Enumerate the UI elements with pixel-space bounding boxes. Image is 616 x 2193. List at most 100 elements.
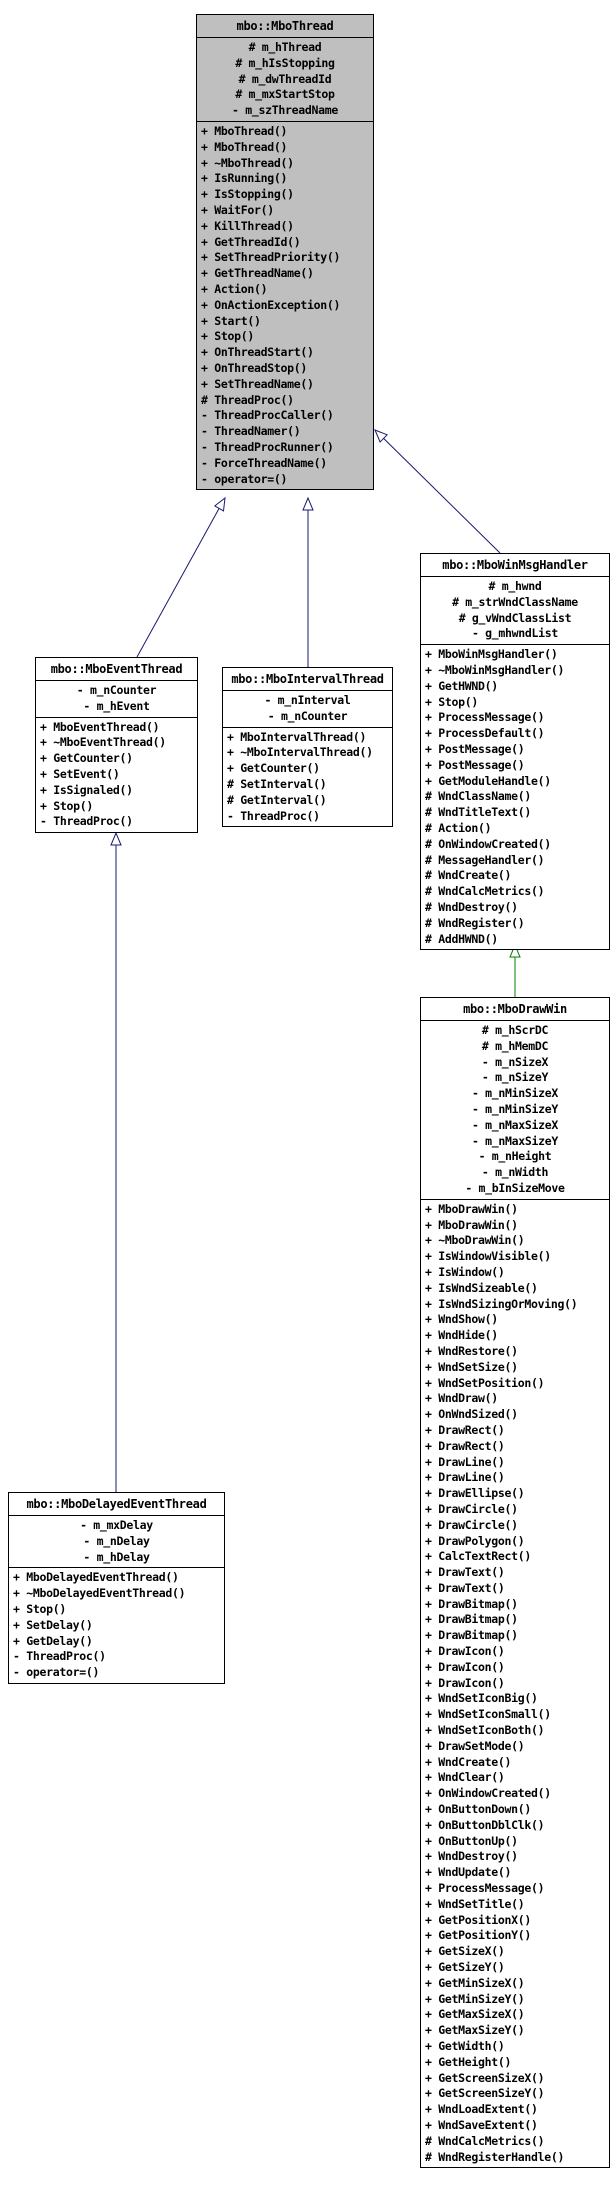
method-row: + WaitFor() bbox=[201, 202, 274, 217]
method-row: - ForceThreadName() bbox=[201, 455, 327, 470]
attribute-row: - m_nCounter bbox=[267, 708, 348, 723]
method-row: + GetThreadName() bbox=[201, 266, 314, 281]
method-row: + GetMinSizeY() bbox=[425, 1991, 525, 2006]
method-row: # MessageHandler() bbox=[425, 852, 545, 867]
class-box-mbodrawwin[interactable]: mbo::MboDrawWin # m_hScrDC# m_hMemDC- m_… bbox=[420, 997, 610, 2169]
method-row: - operator=() bbox=[13, 1665, 100, 1680]
method-row: + MboDelayedEventThread() bbox=[13, 1570, 179, 1585]
method-row: + DrawLine() bbox=[425, 1470, 505, 1485]
method-row: + DrawText() bbox=[425, 1565, 505, 1580]
method-row: # WndCreate() bbox=[425, 868, 512, 883]
method-row: + WndUpdate() bbox=[425, 1865, 512, 1880]
method-row: - ThreadProcRunner() bbox=[201, 439, 334, 454]
method-row: + GetHWND() bbox=[425, 678, 498, 693]
method-row: - ThreadNamer() bbox=[201, 424, 301, 439]
attribute-row: - m_nHeight bbox=[478, 1149, 552, 1164]
method-row: + IsWindowVisible() bbox=[425, 1249, 551, 1264]
method-row: + ~MboDelayedEventThread() bbox=[13, 1586, 186, 1601]
attributes-section: # m_hThread# m_hIsStopping# m_dwThreadId… bbox=[197, 37, 373, 121]
method-row: + ProcessDefault() bbox=[425, 726, 545, 741]
inheritance-arrow-intervalthread-to-thread bbox=[302, 496, 314, 667]
methods-section: + MboEventThread()+ ~MboEventThread()+ G… bbox=[36, 716, 197, 833]
class-box-mbowinmsghandler[interactable]: mbo::MboWinMsgHandler # m_hwnd# m_strWnd… bbox=[420, 553, 610, 951]
method-row: + OnButtonUp() bbox=[425, 1833, 518, 1848]
attribute-row: - m_mxDelay bbox=[80, 1518, 153, 1532]
method-row: + DrawPolygon() bbox=[425, 1533, 525, 1548]
attribute-row: - m_nMaxSizeX bbox=[471, 1117, 559, 1132]
attribute-row: - m_szThreadName bbox=[232, 103, 338, 118]
attribute-row: - m_nSizeX bbox=[481, 1054, 549, 1069]
class-box-mbothread[interactable]: mbo::MboThread # m_hThread# m_hIsStoppin… bbox=[196, 14, 374, 491]
method-row: + DrawIcon() bbox=[425, 1675, 505, 1690]
method-row: + ~MboEventThread() bbox=[40, 735, 166, 750]
attribute-row: # m_hwnd bbox=[488, 579, 542, 593]
class-box-mbointervalthread[interactable]: mbo::MboIntervalThread - m_nInterval- m_… bbox=[222, 667, 393, 828]
inheritance-arrow-drawwin-to-winmsghandler bbox=[509, 943, 521, 997]
attribute-row: - m_hEvent bbox=[83, 698, 150, 713]
method-row: + DrawCircle() bbox=[425, 1517, 518, 1532]
method-row: # Action() bbox=[425, 820, 492, 835]
method-row: + GetSizeY() bbox=[425, 1960, 505, 1975]
attribute-row: - g_mhwndList bbox=[471, 626, 559, 641]
method-row: + ~MboWinMsgHandler() bbox=[425, 662, 565, 677]
method-row: + DrawLine() bbox=[425, 1454, 505, 1469]
attributes-section: - m_nInterval- m_nCounter bbox=[223, 690, 392, 727]
method-row: + WndClear() bbox=[425, 1770, 505, 1785]
method-row: + Start() bbox=[201, 313, 261, 328]
method-row: # WndRegister() bbox=[425, 915, 525, 930]
method-row: # AddHWND() bbox=[425, 931, 498, 946]
class-box-mbodelayedeventthread[interactable]: mbo::MboDelayedEventThread - m_mxDelay- … bbox=[8, 1492, 225, 1684]
method-row: + GetCounter() bbox=[227, 761, 320, 776]
hollow-arrowhead-icon bbox=[213, 496, 226, 512]
inheritance-arrow-eventthread-to-thread bbox=[136, 496, 226, 658]
attributes-section: # m_hScrDC# m_hMemDC- m_nSizeX- m_nSizeY… bbox=[421, 1020, 609, 1199]
inheritance-arrow-winmsghandler-to-thread bbox=[374, 429, 501, 554]
class-title: mbo::MboEventThread bbox=[50, 662, 183, 676]
method-row: # GetInterval() bbox=[227, 792, 327, 807]
method-row: # WndCalcMetrics() bbox=[425, 884, 545, 899]
method-row: + SetThreadPriority() bbox=[201, 250, 341, 265]
method-row: + OnActionException() bbox=[201, 297, 341, 312]
method-row: + MboDrawWin() bbox=[425, 1217, 518, 1232]
class-box-mboeventthread[interactable]: mbo::MboEventThread - m_nCounter- m_hEve… bbox=[35, 657, 198, 834]
method-row: # OnWindowCreated() bbox=[425, 836, 551, 851]
method-row: + WndHide() bbox=[425, 1328, 498, 1343]
method-row: + MboIntervalThread() bbox=[227, 729, 367, 744]
methods-section: + MboDelayedEventThread()+ ~MboDelayedEv… bbox=[9, 1567, 224, 1683]
method-row: + Stop() bbox=[201, 329, 254, 344]
attribute-row: - m_nMinSizeX bbox=[471, 1086, 559, 1101]
hollow-arrowhead-icon bbox=[509, 943, 521, 958]
methods-section: + MboDrawWin()+ MboDrawWin()+ ~MboDrawWi… bbox=[421, 1198, 609, 2168]
method-row: + GetPositionY() bbox=[425, 1928, 531, 1943]
method-row: + MboDrawWin() bbox=[425, 1201, 518, 1216]
inheritance-line bbox=[383, 438, 501, 554]
method-row: + PostMessage() bbox=[425, 757, 525, 772]
method-row: + IsRunning() bbox=[201, 171, 288, 186]
method-row: + DrawText() bbox=[425, 1580, 505, 1595]
method-row: + MboWinMsgHandler() bbox=[425, 647, 558, 662]
method-row: + OnWindowCreated() bbox=[425, 1786, 551, 1801]
method-row: - ThreadProc() bbox=[13, 1649, 106, 1664]
method-row: + IsSignaled() bbox=[40, 782, 133, 797]
method-row: + DrawBitmap() bbox=[425, 1628, 518, 1643]
attribute-row: - m_hDelay bbox=[83, 1549, 150, 1564]
method-row: + GetScreenSizeX() bbox=[425, 2070, 545, 2085]
attribute-row: # m_hScrDC bbox=[481, 1023, 549, 1037]
attributes-section: # m_hwnd# m_strWndClassName# g_vWndClass… bbox=[421, 576, 609, 644]
method-row: + WndSetTitle() bbox=[425, 1896, 525, 1911]
attributes-section: - m_mxDelay- m_nDelay- m_hDelay bbox=[9, 1515, 224, 1567]
method-row: + GetWidth() bbox=[425, 2039, 505, 2053]
method-row: + DrawBitmap() bbox=[425, 1612, 518, 1627]
attribute-row: - m_nMaxSizeY bbox=[471, 1133, 559, 1148]
method-row: # SetInterval() bbox=[227, 776, 327, 791]
method-row: + ~MboThread() bbox=[201, 155, 294, 170]
method-row: + WndCreate() bbox=[425, 1754, 512, 1769]
method-row: + Stop() bbox=[425, 694, 478, 709]
hollow-arrowhead-icon bbox=[110, 831, 122, 846]
method-row: + OnWndSized() bbox=[425, 1407, 518, 1422]
methods-section: + MboThread()+ MboThread()+ ~MboThread()… bbox=[197, 120, 373, 489]
method-row: + Stop() bbox=[13, 1601, 66, 1616]
method-row: + GetSizeX() bbox=[425, 1944, 505, 1959]
method-row: + OnButtonDblClk() bbox=[425, 1817, 545, 1832]
